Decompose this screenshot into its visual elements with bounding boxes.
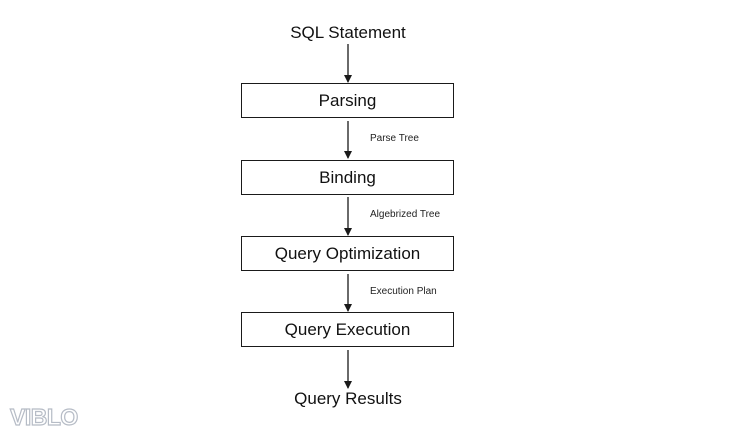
- end-label: Query Results: [294, 389, 402, 408]
- viblo-watermark: VIBLO: [9, 403, 78, 430]
- edge-label-parse-tree: Parse Tree: [370, 133, 419, 144]
- stage-query-optimization: Query Optimization: [241, 236, 454, 271]
- stage-binding: Binding: [241, 160, 454, 195]
- edge-label-execution-plan: Execution Plan: [370, 286, 437, 297]
- start-label: SQL Statement: [290, 23, 406, 42]
- stage-parsing: Parsing: [241, 83, 454, 118]
- edge-label-algebrized-tree: Algebrized Tree: [370, 209, 441, 220]
- stage-query-execution: Query Execution: [241, 312, 454, 347]
